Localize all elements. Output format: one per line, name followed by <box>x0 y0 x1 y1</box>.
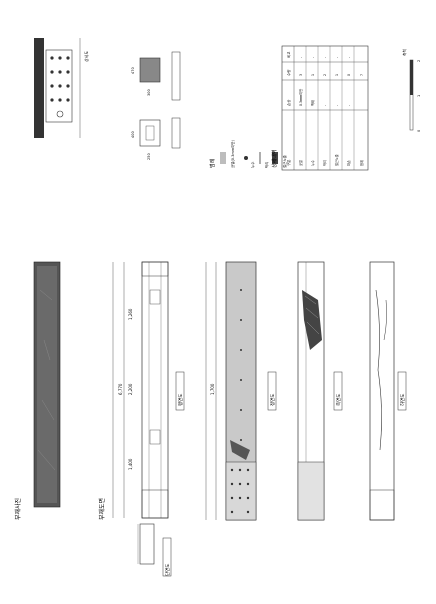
table-row: 철근노출 - 1 - <box>334 57 339 166</box>
cell-2-2: 2 <box>323 74 327 76</box>
table-row: 균열 0.3mm미만 3 - <box>298 57 303 166</box>
legend-swatch-crack <box>220 152 226 164</box>
cell-2-3: - <box>323 57 327 58</box>
legend-title: 범례 <box>209 158 216 168</box>
detail-table: 상세내역 구분 손상 수량 비고 균열 0.3mm미만 3 - 누수 백태 1 … <box>271 45 369 171</box>
side-view-damage <box>302 290 322 350</box>
cell-0-3: - <box>299 57 303 58</box>
table-row: 파손 - 0 - <box>346 57 351 166</box>
side-view-label: 측면도 <box>335 394 342 406</box>
plan-view-label: 평면도 <box>177 394 184 406</box>
legend-item-0: 균열(0.3mm미만) <box>230 139 235 168</box>
dim-span-d: 1,700 <box>210 383 215 395</box>
cell-4-0: 파손 <box>346 160 351 166</box>
table-row: 합계 7 <box>359 74 364 166</box>
photo-section: 부재사진 <box>14 261 61 520</box>
cell-5-0: 합계 <box>359 160 364 166</box>
legend-swatch-leak <box>244 156 248 160</box>
photo-section-title: 부재사진 <box>14 498 22 520</box>
cell-0-1: 0.3mm미만 <box>298 89 303 106</box>
photo-texture <box>37 289 56 471</box>
member-photo-inner <box>37 266 57 503</box>
cell-1-3: - <box>311 57 315 58</box>
scale-tick-0: 0 <box>417 130 421 132</box>
bottom-view: 하면도 <box>369 261 407 521</box>
scale-tick-1: 1 <box>417 95 421 97</box>
cell-4-1: - <box>347 105 351 106</box>
section-view-small: 단면도 <box>137 523 172 577</box>
legend-swatch-rebar <box>272 152 278 164</box>
front-view-label: 정면도 <box>269 394 276 406</box>
plan-view: 6,770 1,260 2,200 1,400 평면도 <box>112 261 185 519</box>
detail-view-label: 상세도 <box>83 51 89 62</box>
cell-3-3: - <box>335 57 339 58</box>
bottom-view-crack <box>375 289 382 451</box>
dim-span-a: 1,260 <box>128 308 133 320</box>
front-view-damage <box>230 440 250 460</box>
cell-3-0: 철근노출 <box>334 154 339 166</box>
section-view-label-box <box>162 537 172 577</box>
detail-plate-bar <box>34 38 44 138</box>
dim-span-c: 1,400 <box>128 458 133 470</box>
table-header-2: 수량 <box>286 69 291 76</box>
scale-label: 축척 <box>402 49 407 56</box>
cell-4-3: - <box>347 57 351 58</box>
front-view-dots <box>230 289 250 514</box>
legend: 범례 균열(0.3mm미만) 누수 박리 철근노출 <box>209 139 287 168</box>
table-header-3: 비고 <box>286 51 291 58</box>
table-header-1: 손상 <box>286 99 291 106</box>
cell-3-1: - <box>335 105 339 106</box>
dim-width-a: 300 <box>147 89 151 96</box>
front-view: 1,700 정면도 <box>205 261 277 521</box>
cell-3-2: 1 <box>335 74 339 76</box>
detail-plate: 상세도 <box>34 38 89 138</box>
cell-1-1: 백태 <box>310 100 315 106</box>
scale-tick-2: 2 <box>417 60 421 62</box>
bottom-view-label: 하면도 <box>399 394 406 406</box>
dim-height-b: 400 <box>131 131 135 138</box>
cell-1-0: 누수 <box>310 160 315 166</box>
legend-item-3: 철근노출 <box>282 154 287 168</box>
dim-span-b: 2,200 <box>128 383 133 395</box>
side-view: 측면도 <box>297 261 343 521</box>
dim-height-a: 470 <box>131 67 135 74</box>
scale-bar: 축척 0 1 2 <box>402 49 421 132</box>
table-row: 박리 - 2 - <box>322 57 327 166</box>
cell-2-0: 박리 <box>322 160 327 166</box>
dim-overall: 6,770 <box>118 383 123 395</box>
cell-4-2: 0 <box>347 74 351 76</box>
cell-5-2: 7 <box>360 74 364 76</box>
cell-2-1: - <box>323 105 327 106</box>
table-header-0: 구분 <box>286 159 291 166</box>
cell-1-2: 1 <box>311 74 315 76</box>
table-title: 상세내역 <box>271 150 278 168</box>
small-sections: 300 250 470 400 <box>131 51 181 160</box>
drawing-section-title: 부재도면 <box>98 498 106 520</box>
dim-width-b: 250 <box>147 153 151 160</box>
legend-item-2: 박리 <box>264 162 269 168</box>
cell-0-0: 균열 <box>298 160 303 166</box>
cell-0-2: 3 <box>299 74 303 76</box>
section-view-label: 단면도 <box>164 564 171 576</box>
legend-item-1: 누수 <box>250 161 255 168</box>
table-row: 누수 백태 1 - <box>310 57 315 166</box>
